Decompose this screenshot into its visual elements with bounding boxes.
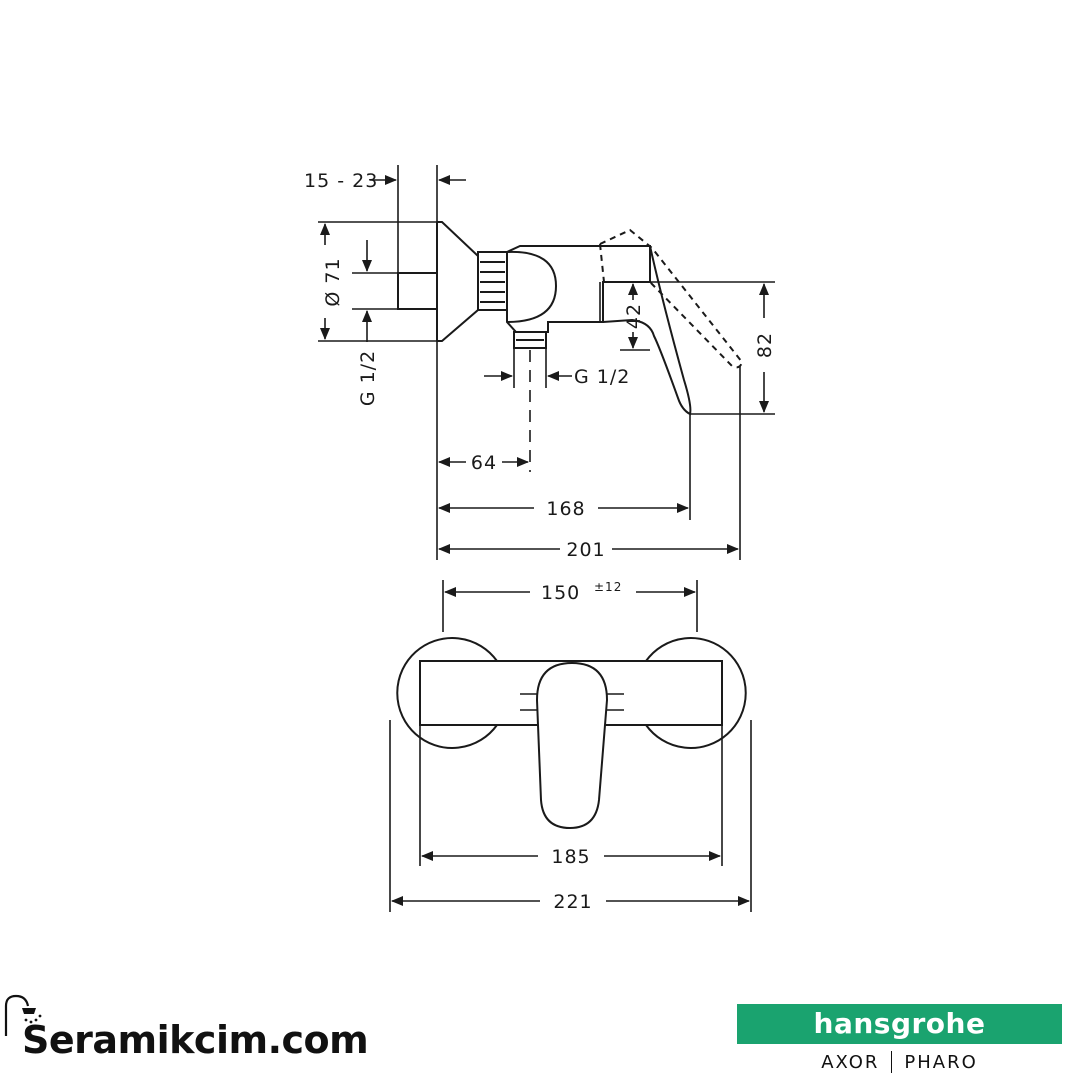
hansgrohe-logo: hansgrohe [737,1004,1062,1044]
escutcheon-cone [437,221,479,342]
dim-total-length: 201 [566,539,605,561]
dim-body-width: 185 [551,846,590,868]
right-escutcheon [645,637,747,749]
shop-watermark: Seramikcim.com [22,1018,369,1062]
dim-inlet-thread: G 1/2 [357,350,379,406]
dim-wall-depth: 15 - 23 [304,170,378,192]
lever-front [535,661,609,830]
inlet-nipple [397,272,438,310]
brand-divider [891,1051,893,1073]
dim-center-tolerance: ±12 [594,580,622,594]
side-view [318,165,775,560]
dim-outlet-thread: G 1/2 [574,366,630,388]
dim-outlet-height: 42 [623,303,645,329]
dim-outlet-distance: 64 [471,452,497,474]
dim-total-height: 82 [754,332,776,358]
front-view [389,580,752,912]
dim-diameter: Ø 71 [322,257,344,306]
outlet-connector [513,331,547,349]
shower-icon [4,994,42,1036]
cartridge-dome [506,250,558,323]
lever-handle [602,245,692,416]
left-escutcheon [396,637,498,749]
brand-pharo: PHARO [904,1051,978,1073]
brand-axor: AXOR [821,1051,880,1073]
lever-open-position [599,228,744,369]
dim-center-distance: 150 [541,582,580,604]
dim-total-width: 221 [553,891,592,913]
brand-sublines: AXOR PHARO [737,1048,1062,1076]
dim-lever-length: 168 [546,498,585,520]
